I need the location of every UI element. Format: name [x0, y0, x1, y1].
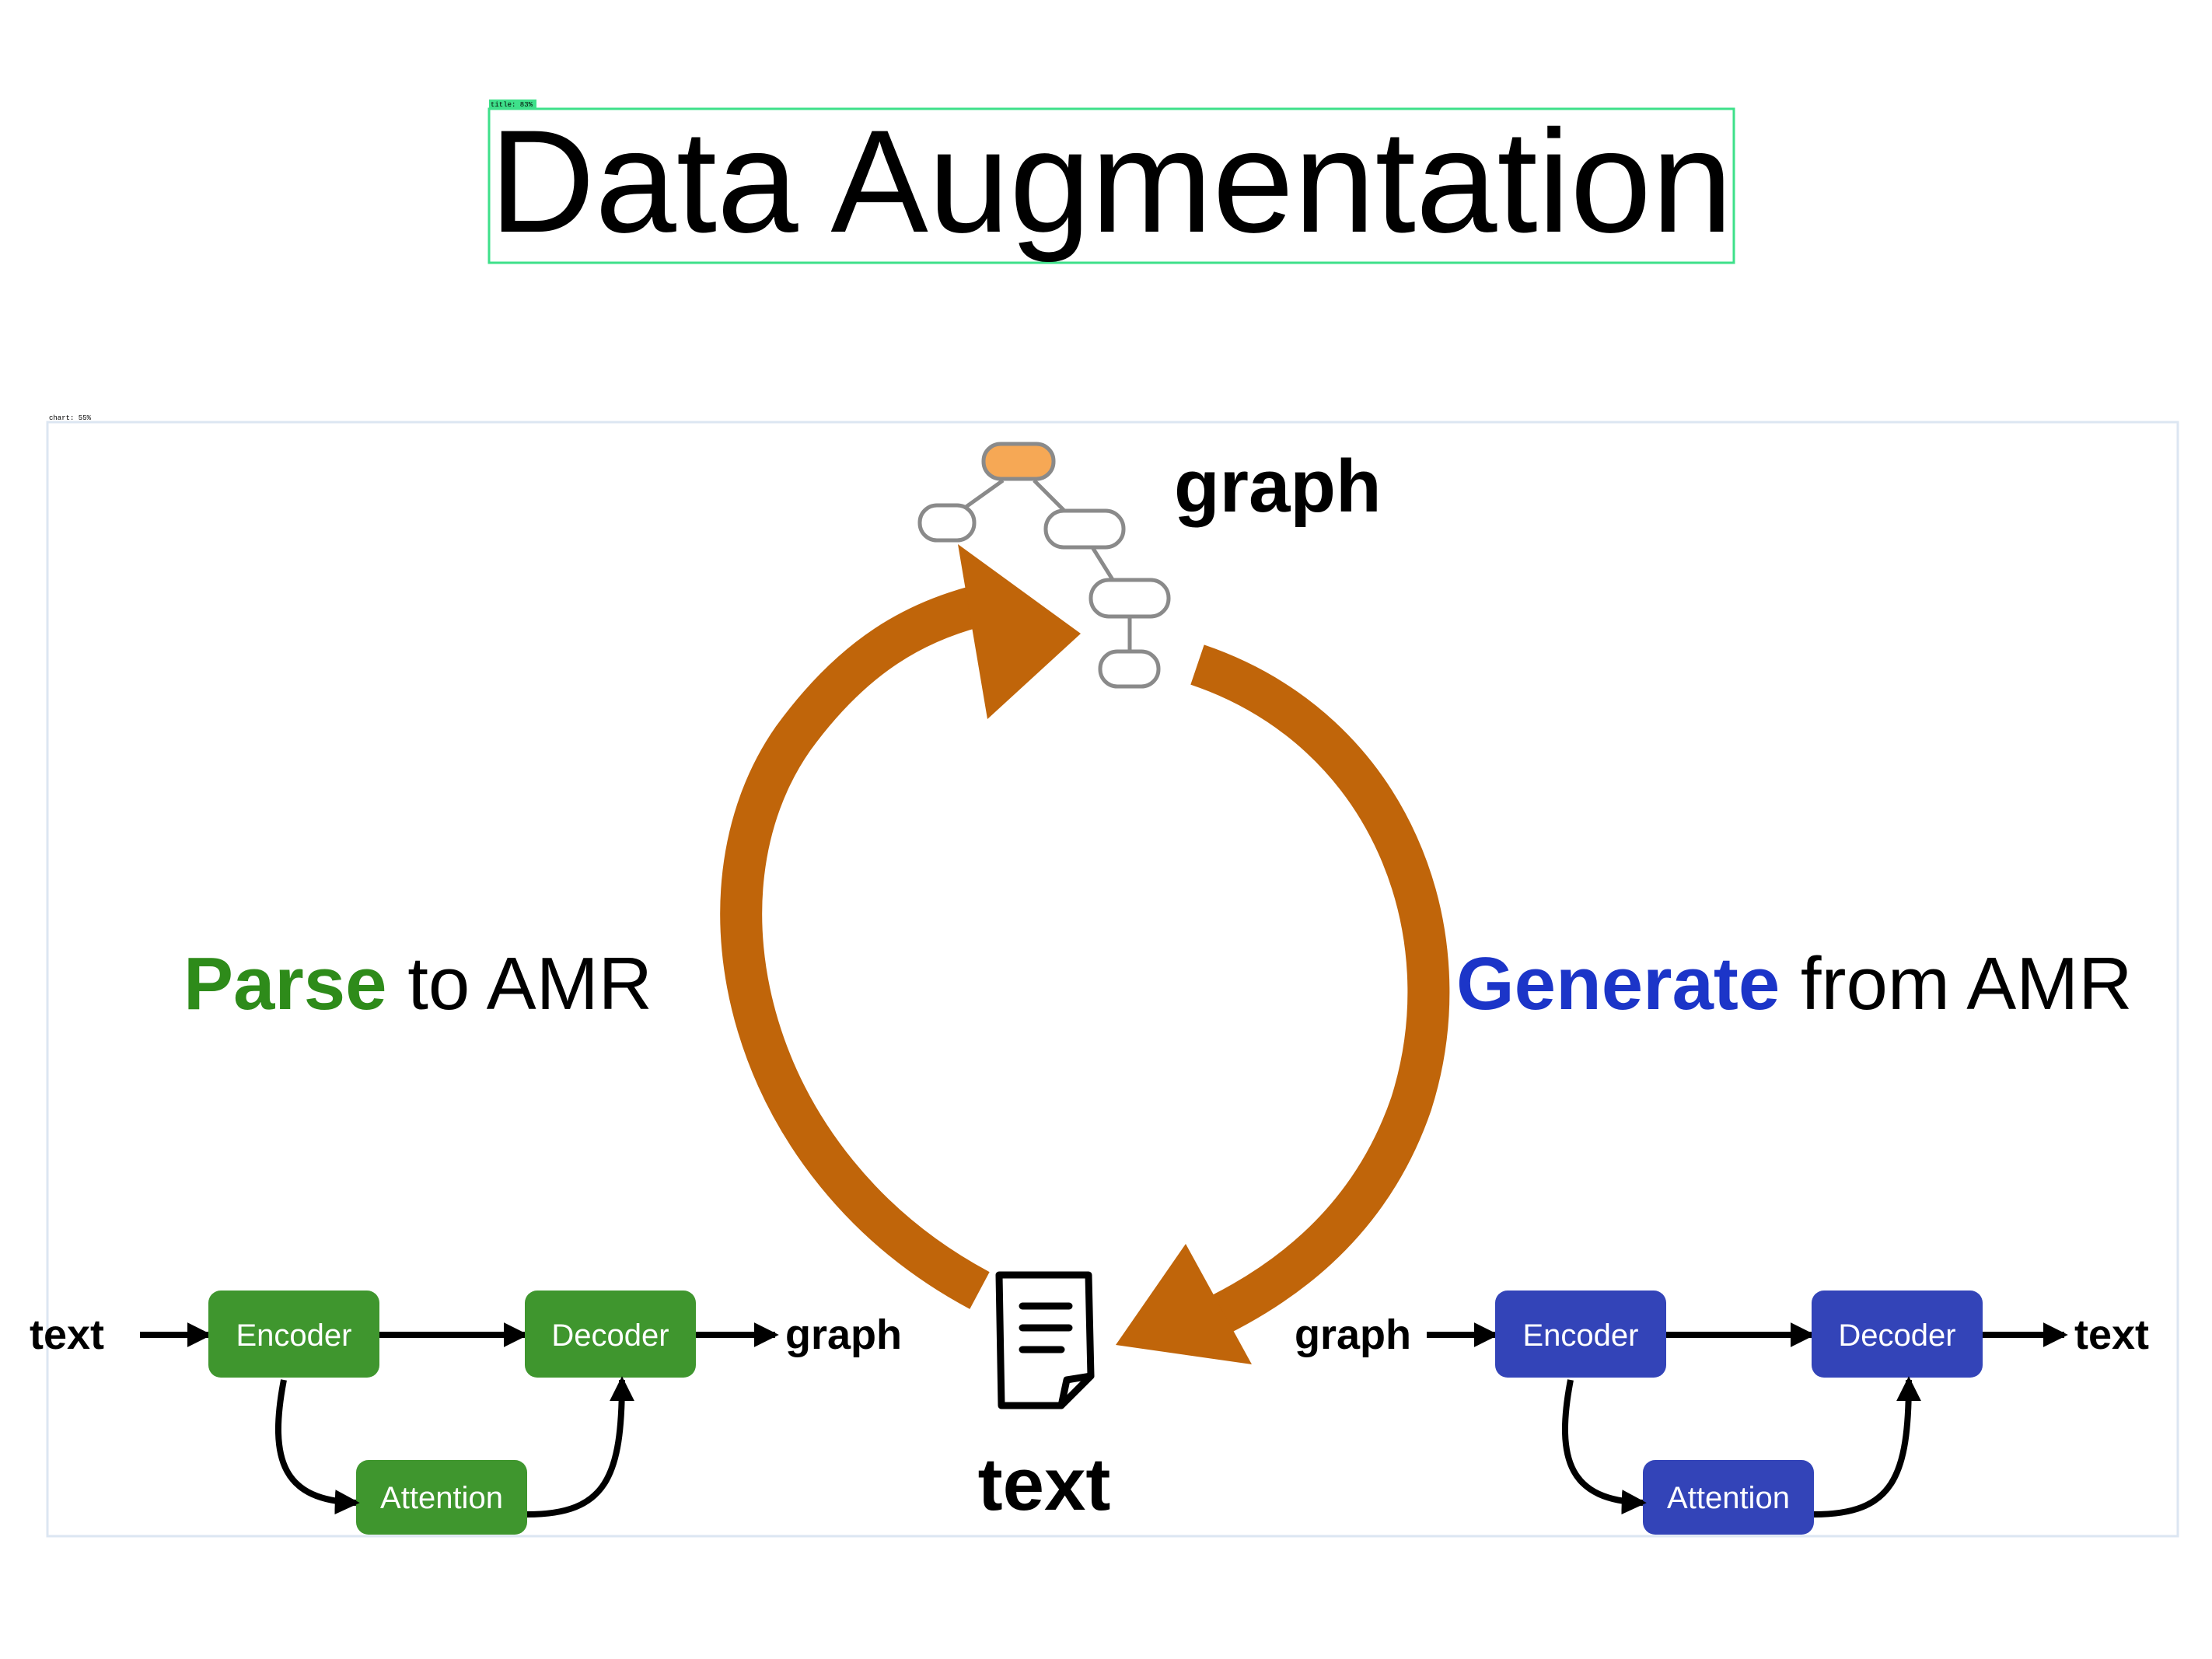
title-detection-label: title: 83% — [491, 101, 533, 109]
page-title: Data Augmentation — [489, 100, 1732, 263]
parser-enc-attn-arrow — [275, 1379, 360, 1515]
generator-decoder-box — [1812, 1291, 1983, 1378]
cycle-bottom-label: text — [978, 1443, 1111, 1526]
title-detection-tag — [489, 100, 536, 109]
generator-encoder-label: Encoder — [1523, 1318, 1639, 1353]
generator-seq2seq: graph Encoder Decoder text Attention — [1295, 1291, 2149, 1535]
parser-decoder-box — [525, 1291, 696, 1378]
graph-root-node — [981, 442, 1056, 481]
generator-attention-label: Attention — [1667, 1481, 1790, 1515]
parse-to-amr-label: Parse to AMR — [183, 942, 652, 1025]
parser-attn-dec-arrow — [526, 1376, 634, 1518]
parser-attention-label: Attention — [380, 1481, 503, 1515]
graph-node — [1098, 649, 1161, 689]
generator-output-label: text — [2074, 1311, 2149, 1358]
generate-cycle-arrow — [1188, 644, 1450, 1345]
parse-cycle-arrow — [720, 585, 990, 1309]
cycle-top-label: graph — [1174, 445, 1382, 528]
parser-decoder-label: Decoder — [551, 1318, 669, 1353]
generate-arrowhead — [1116, 1244, 1252, 1364]
chart-detection-box — [46, 421, 2179, 1538]
generate-rest: from AMR — [1780, 942, 2132, 1025]
generator-encoder-box — [1495, 1291, 1666, 1378]
parser-encoder-box — [208, 1291, 379, 1378]
generator-input-label: graph — [1295, 1311, 1411, 1358]
parser-seq2seq: text Encoder Decoder graph Attention — [30, 1291, 902, 1535]
graph-node — [1089, 578, 1171, 619]
parse-keyword: Parse — [183, 942, 387, 1025]
graph-node — [917, 503, 977, 543]
parser-input-label: text — [30, 1311, 104, 1358]
parse-rest: to AMR — [387, 942, 652, 1025]
title-detection-box — [487, 107, 1735, 264]
generator-decoder-label: Decoder — [1838, 1318, 1955, 1353]
parser-encoder-label: Encoder — [236, 1318, 352, 1353]
document-icon — [995, 1271, 1095, 1409]
generate-from-amr-label: Generate from AMR — [1456, 942, 2133, 1025]
parser-attention-box — [356, 1460, 527, 1535]
parse-arrowhead — [958, 544, 1081, 719]
parser-output-label: graph — [785, 1311, 902, 1358]
graph-node — [1043, 508, 1126, 550]
amr-graph-icon — [917, 442, 1171, 689]
generate-keyword: Generate — [1456, 942, 1780, 1025]
generator-attn-dec-arrow — [1813, 1376, 1921, 1518]
generator-attention-box — [1643, 1460, 1814, 1535]
chart-detection-label: chart: 55% — [49, 414, 92, 422]
generator-enc-attn-arrow — [1562, 1379, 1647, 1515]
